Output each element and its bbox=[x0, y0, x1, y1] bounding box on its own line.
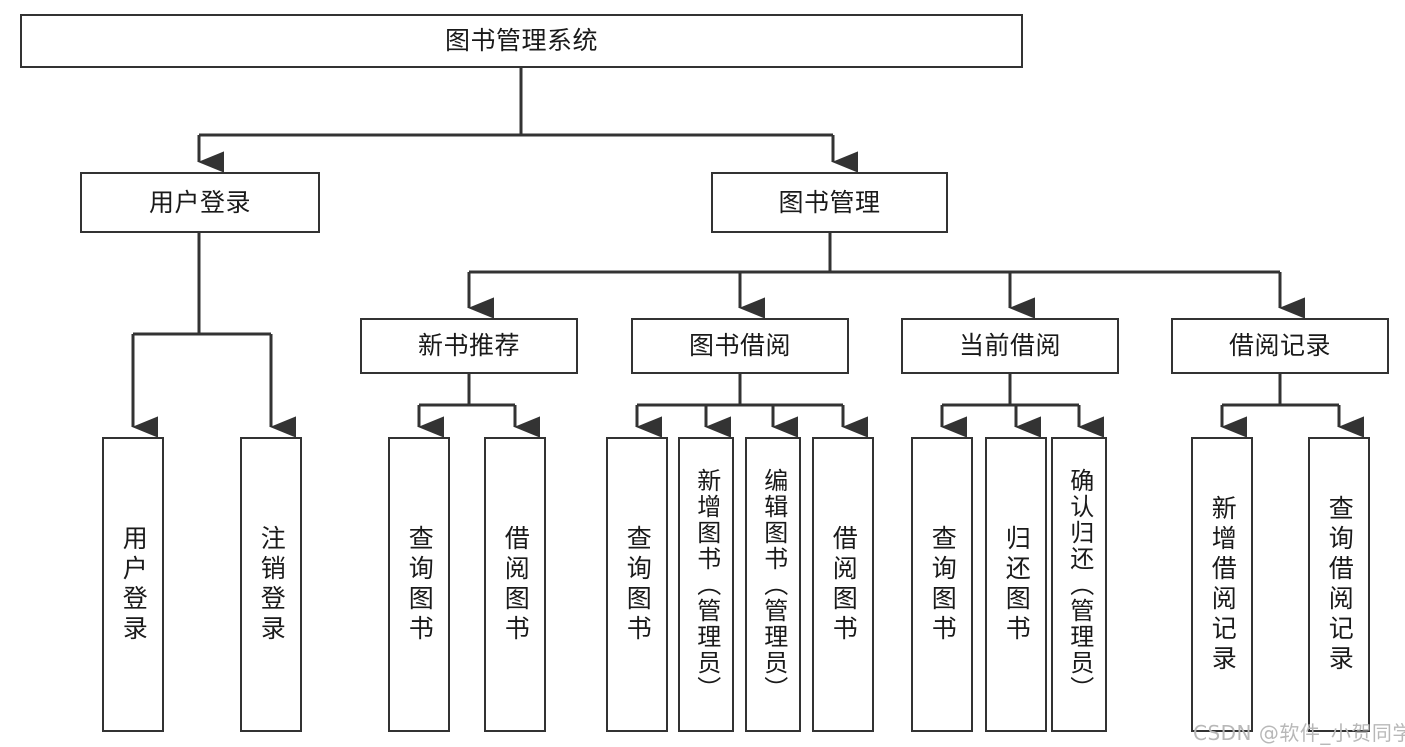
leaf-confirm-return[interactable]: 确认归还（管理员） bbox=[1051, 437, 1107, 732]
node-book-manage-label: 图书管理 bbox=[778, 187, 881, 217]
node-user-login-label: 用户登录 bbox=[148, 187, 251, 217]
leaf-borrow-book-1[interactable]: 借阅图书 bbox=[484, 437, 546, 732]
node-book-manage[interactable]: 图书管理 bbox=[711, 172, 948, 233]
leaf-edit-book-label: 编辑图书（管理员） bbox=[759, 467, 788, 702]
leaf-add-record-label: 新增借阅记录 bbox=[1208, 494, 1238, 675]
leaf-borrow-book-1-label: 借阅图书 bbox=[501, 524, 531, 645]
leaf-borrow-book-2[interactable]: 借阅图书 bbox=[812, 437, 874, 732]
node-borrow-record-label: 借阅记录 bbox=[1228, 331, 1331, 361]
node-user-login[interactable]: 用户登录 bbox=[80, 172, 320, 233]
node-root-label: 图书管理系统 bbox=[444, 26, 598, 56]
leaf-user-logout-label: 注销登录 bbox=[257, 524, 287, 645]
leaf-query-book-2-label: 查询图书 bbox=[623, 524, 653, 645]
leaf-user-logout[interactable]: 注销登录 bbox=[240, 437, 302, 732]
leaf-add-book-label: 新增图书（管理员） bbox=[692, 467, 721, 702]
leaf-query-book-2[interactable]: 查询图书 bbox=[606, 437, 668, 732]
leaf-edit-book[interactable]: 编辑图书（管理员） bbox=[745, 437, 801, 732]
leaf-return-book-label: 归还图书 bbox=[1002, 524, 1032, 645]
node-current-borrow[interactable]: 当前借阅 bbox=[901, 318, 1119, 374]
leaf-add-book[interactable]: 新增图书（管理员） bbox=[678, 437, 734, 732]
node-borrow-record[interactable]: 借阅记录 bbox=[1171, 318, 1389, 374]
leaf-query-book-3[interactable]: 查询图书 bbox=[911, 437, 973, 732]
leaf-query-book-1-label: 查询图书 bbox=[405, 524, 435, 645]
node-book-borrow-label: 图书借阅 bbox=[688, 331, 791, 361]
node-new-book-recommend[interactable]: 新书推荐 bbox=[360, 318, 578, 374]
leaf-add-record[interactable]: 新增借阅记录 bbox=[1191, 437, 1253, 732]
node-current-borrow-label: 当前借阅 bbox=[958, 331, 1061, 361]
leaf-query-book-1[interactable]: 查询图书 bbox=[388, 437, 450, 732]
leaf-query-book-3-label: 查询图书 bbox=[928, 524, 958, 645]
leaf-query-record[interactable]: 查询借阅记录 bbox=[1308, 437, 1370, 732]
leaf-return-book[interactable]: 归还图书 bbox=[985, 437, 1047, 732]
node-new-book-recommend-label: 新书推荐 bbox=[417, 331, 520, 361]
node-book-borrow[interactable]: 图书借阅 bbox=[631, 318, 849, 374]
leaf-confirm-return-label: 确认归还（管理员） bbox=[1065, 467, 1094, 702]
watermark: CSDN @软件_小贺同学 bbox=[1193, 721, 1405, 745]
node-root[interactable]: 图书管理系统 bbox=[20, 14, 1023, 68]
leaf-query-record-label: 查询借阅记录 bbox=[1325, 494, 1355, 675]
leaf-user-login[interactable]: 用户登录 bbox=[102, 437, 164, 732]
leaf-user-login-label: 用户登录 bbox=[119, 524, 149, 645]
leaf-borrow-book-2-label: 借阅图书 bbox=[829, 524, 859, 645]
